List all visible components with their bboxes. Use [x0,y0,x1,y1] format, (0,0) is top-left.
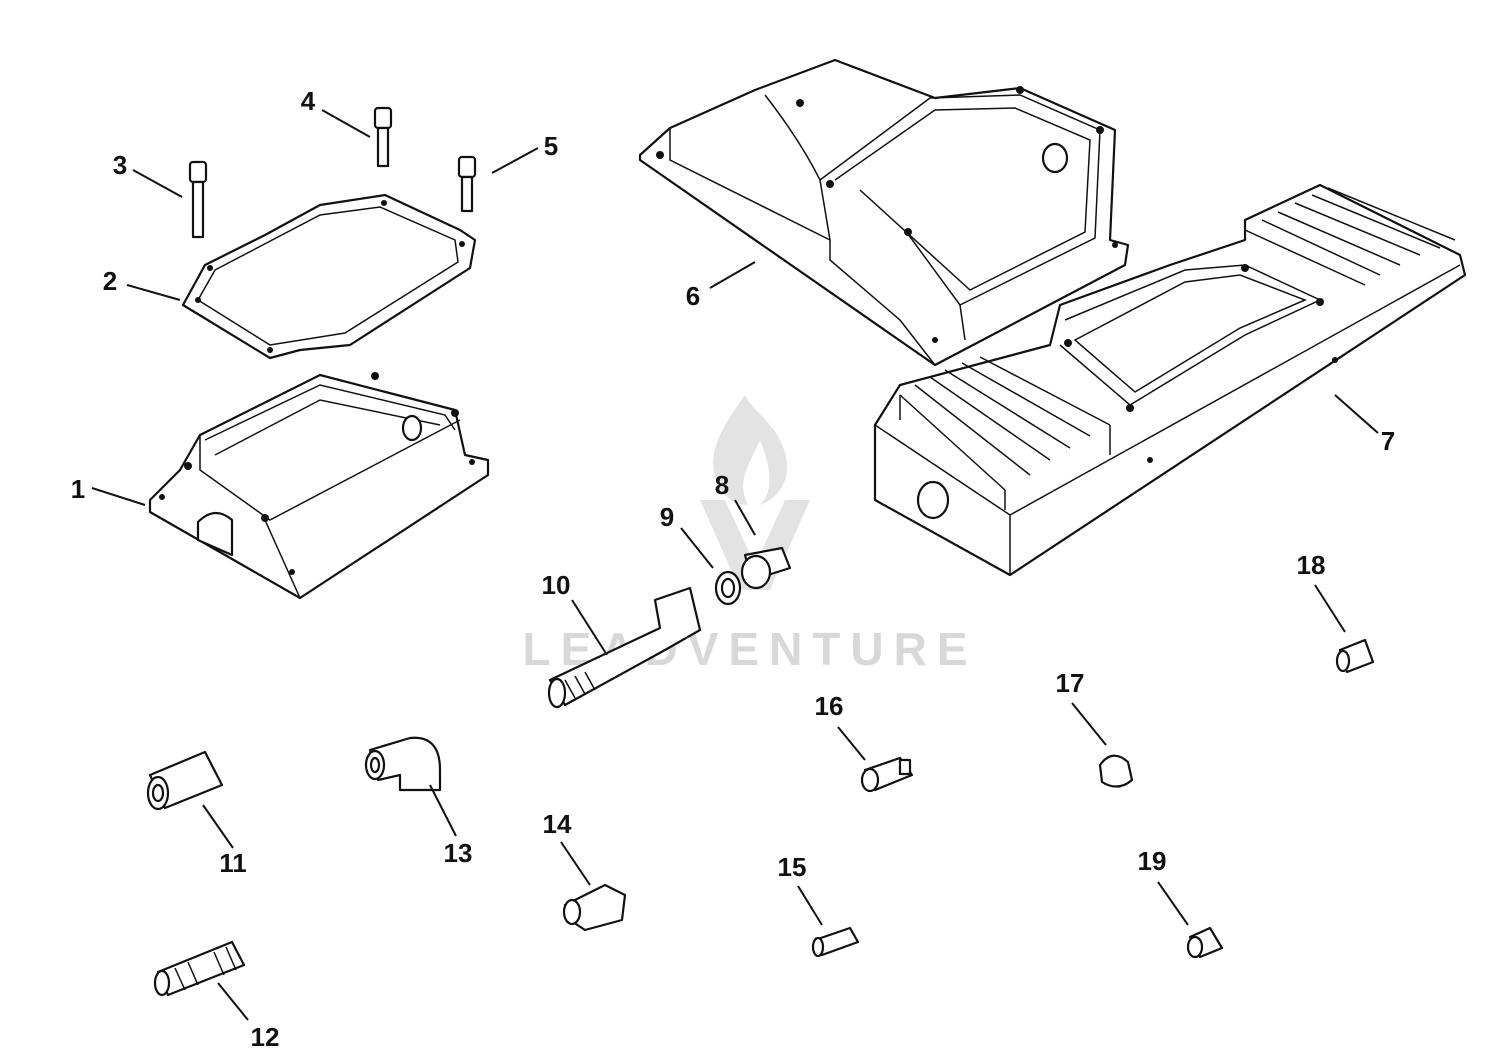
label-16: 16 [815,691,844,721]
label-13: 13 [444,838,473,868]
part-9-washer [714,570,742,606]
part-10-pipe [547,586,702,709]
label-4: 4 [301,86,316,116]
label-17: 17 [1056,668,1085,698]
part-4-screw [373,106,393,168]
fins-left [899,356,1111,510]
label-5: 5 [544,131,558,161]
part-18-plug [1335,638,1375,674]
label-12: 12 [251,1022,280,1051]
part-labels: 1 2 3 4 5 6 7 8 9 10 11 12 13 14 15 16 1… [71,86,1395,1051]
part-16-plug [860,756,914,793]
label-3: 3 [113,150,127,180]
label-1: 1 [71,474,85,504]
label-15: 15 [778,852,807,882]
label-2: 2 [103,266,117,296]
part-1-junction-box [148,372,490,600]
label-10: 10 [542,570,571,600]
part-14-bushing [562,883,627,932]
part-5-screw [457,155,477,213]
label-7: 7 [1381,426,1395,456]
label-18: 18 [1297,550,1326,580]
fins-right [1244,187,1456,286]
part-11-coupling [146,750,224,811]
part-3-screw [188,160,208,239]
label-8: 8 [715,470,729,500]
part-13-elbow [364,736,442,792]
part-8-plug [740,546,792,590]
watermark-flame-icon [713,395,788,505]
watermark-v-icon [700,500,810,590]
label-11: 11 [219,848,247,878]
part-7-heat-sink [873,183,1467,577]
part-12-nipple [153,940,246,997]
part-15-fitting [811,926,860,958]
part-19-plug [1186,926,1224,959]
label-14: 14 [543,809,572,839]
label-6: 6 [686,281,700,311]
part-2-gasket [181,193,477,360]
part-6-cover [638,58,1130,367]
part-17-cap [1098,754,1134,788]
leader-lines [91,109,1379,1021]
label-19: 19 [1138,846,1167,876]
label-9: 9 [660,502,674,532]
